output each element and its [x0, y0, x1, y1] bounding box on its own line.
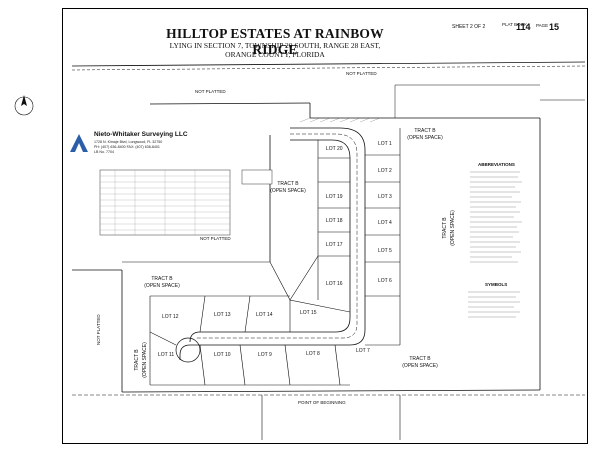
surveyor-logo-icon [70, 134, 88, 152]
hatched-strip [299, 117, 381, 123]
street-right-of-way [175, 127, 366, 363]
lot-1-label: LOT 1 [378, 141, 392, 147]
lot-12-label: LOT 12 [162, 314, 179, 320]
sheet-border [62, 8, 588, 444]
lot-19-label: LOT 19 [326, 194, 343, 200]
tract-b-north-subtitle: (OPEN SPACE) [407, 135, 443, 141]
surveyor-license: LB No. 7704 [94, 150, 114, 154]
lot-10-label: LOT 10 [214, 352, 231, 358]
lot-5-label: LOT 5 [378, 248, 392, 254]
tract-b-south-subtitle: (OPEN SPACE) [402, 363, 438, 369]
tract-b-west-subtitle: (OPEN SPACE) [144, 283, 180, 289]
lot-13-label: LOT 13 [214, 312, 231, 318]
lot-8-label: LOT 8 [306, 351, 320, 357]
surveyor-phone: PH: (407) 636-8400 FAX: (407) 636-8401 [94, 145, 160, 149]
symbols-title: SYMBOLS [485, 282, 507, 287]
lot-17-label: LOT 17 [326, 242, 343, 248]
lot-lines [149, 128, 401, 386]
boundary-lines [71, 61, 586, 440]
tract-b-center-subtitle: (OPEN SPACE) [270, 188, 306, 194]
tract-labels: TRACT B (OPEN SPACE) TRACT B (OPEN SPACE… [134, 128, 456, 378]
abbreviations-panel [468, 171, 522, 318]
not-platted-sw: NOT PLATTED [96, 314, 101, 345]
not-platted-north: NOT PLATTED [346, 71, 377, 76]
surveyor-name: Nieto-Whitaker Surveying LLC [94, 131, 188, 138]
lot-18-label: LOT 18 [326, 218, 343, 224]
lot-14-label: LOT 14 [256, 312, 273, 318]
tract-b-sw-subtitle: (OPEN SPACE) [142, 342, 148, 378]
sheet-info-box: SHEET 2 OF 2 PLAT BOOK 114 PAGE 15 [452, 20, 564, 38]
not-platted-west: NOT PLATTED [200, 236, 231, 241]
plat-title: HILLTOP ESTATES AT RAINBOW RIDGE [166, 26, 384, 57]
plat-subtitle-line-2: ORANGE COUNTY, FLORIDA [225, 50, 325, 59]
point-of-beginning-label: POINT OF BEGINNING [298, 400, 346, 405]
surveyor-block: Nieto-Whitaker Surveying LLC 1728 N. Kim… [66, 130, 196, 162]
lot-11-label: LOT 11 [158, 352, 174, 358]
lot-20-label: LOT 20 [326, 146, 343, 152]
lot-15-label: LOT 15 [300, 310, 317, 316]
page-label: PAGE [536, 23, 549, 28]
tract-b-center-title: TRACT B [277, 181, 299, 187]
lot-3-label: LOT 3 [378, 194, 392, 200]
tract-b-north-title: TRACT B [414, 128, 436, 134]
tract-b-sw-title: TRACT B [134, 349, 140, 371]
tract-b-east-title: TRACT B [442, 217, 448, 239]
lot-2-label: LOT 2 [378, 168, 392, 174]
surveyor-address: 1728 N. Kimaje Blvd, Longwood, FL 32750 [94, 140, 163, 144]
curve-table [99, 169, 273, 236]
not-platted-nw: NOT PLATTED [195, 89, 226, 94]
lot-16-label: LOT 16 [326, 281, 343, 287]
lot-labels: LOT 1 LOT 2 LOT 3 LOT 4 LOT 5 LOT 6 LOT … [158, 141, 392, 358]
abbreviations-title: ABBREVIATIONS [478, 162, 515, 167]
tract-b-east-subtitle: (OPEN SPACE) [450, 210, 456, 246]
plat-book-label: PLAT BOOK [502, 22, 528, 27]
lot-4-label: LOT 4 [378, 220, 392, 226]
sheet-number: SHEET 2 OF 2 [452, 24, 486, 30]
lot-6-label: LOT 6 [378, 278, 392, 284]
page-number: 15 [549, 22, 560, 32]
lot-7-label: LOT 7 [356, 348, 370, 354]
tract-b-south-title: TRACT B [409, 356, 431, 362]
lot-9-label: LOT 9 [258, 352, 272, 358]
tract-b-west-title: TRACT B [151, 276, 173, 282]
plat-book-number: 114 [516, 22, 531, 32]
not-platted-labels: NOT PLATTED NOT PLATTED NOT PLATTED NOT … [96, 71, 377, 345]
plat-subtitle-line-1: LYING IN SECTION 7, TOWNSHIP 20 SOUTH, R… [169, 41, 381, 50]
north-arrow-icon [14, 95, 34, 116]
